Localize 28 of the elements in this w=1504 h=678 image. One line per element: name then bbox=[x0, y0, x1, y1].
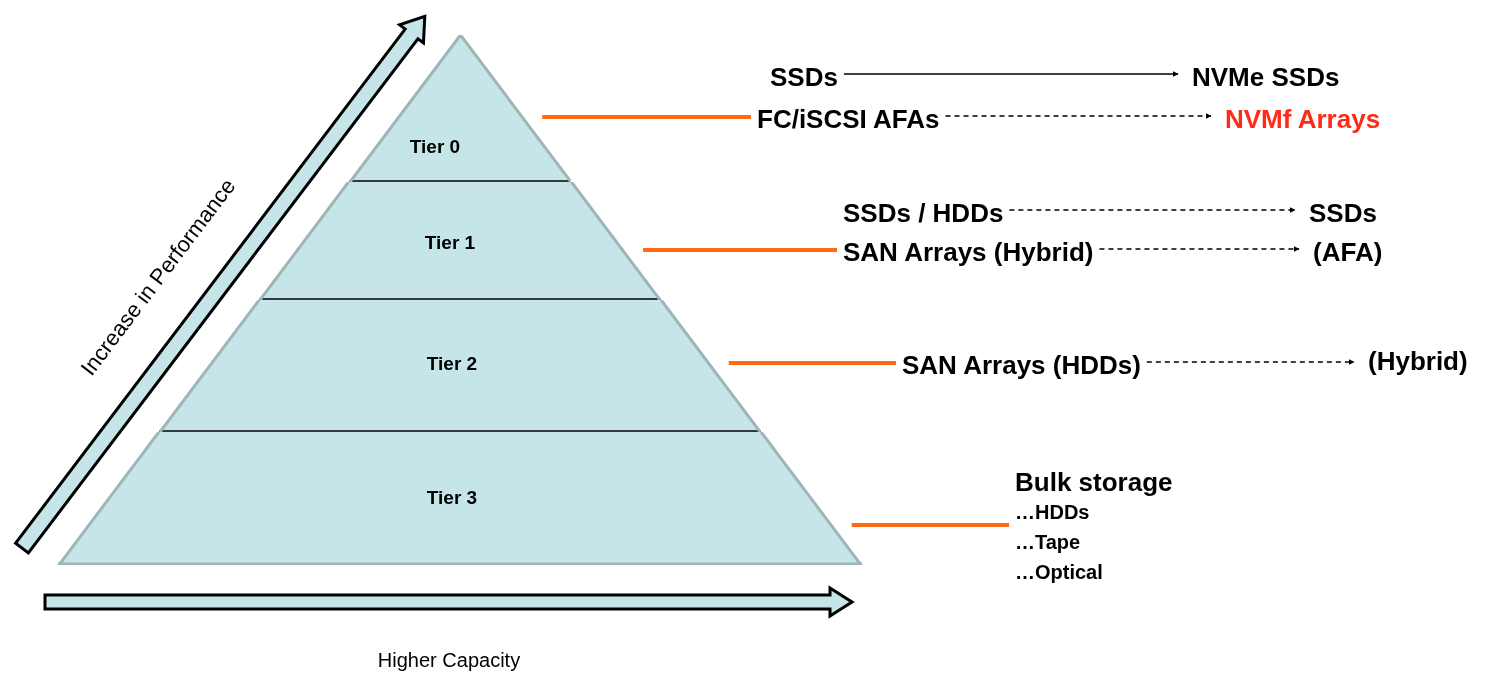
storage-item: …Tape bbox=[1015, 530, 1082, 555]
tier-label: Tier 0 bbox=[409, 134, 461, 159]
storage-label: SAN Arrays (Hybrid) bbox=[843, 237, 1094, 267]
connector-line bbox=[643, 248, 837, 252]
axis-label: Higher Capacity bbox=[377, 648, 521, 673]
storage-label: SSDs bbox=[770, 62, 838, 92]
storage-label: SSDs bbox=[1309, 198, 1377, 228]
arrow bbox=[1008, 207, 1296, 213]
connector-line bbox=[542, 115, 751, 119]
arrow bbox=[1098, 246, 1300, 252]
arrow bbox=[843, 71, 1179, 77]
storage-label: FC/iSCSI AFAs bbox=[757, 104, 940, 134]
tier-label: Tier 3 bbox=[426, 485, 478, 510]
connector-line bbox=[728, 361, 896, 365]
storage-label: SAN Arrays (HDDs) bbox=[902, 350, 1141, 380]
storage-label: (AFA) bbox=[1313, 237, 1383, 267]
arrow bbox=[944, 113, 1212, 119]
tier-label: Tier 2 bbox=[426, 351, 478, 376]
connector-line bbox=[851, 523, 1009, 527]
storage-label: Bulk storage bbox=[1015, 467, 1173, 497]
arrow bbox=[1146, 359, 1355, 365]
storage-label: NVMf Arrays bbox=[1225, 104, 1381, 134]
tier-label: Tier 1 bbox=[424, 230, 476, 255]
storage-label: (Hybrid) bbox=[1368, 346, 1468, 376]
storage-item: …Optical bbox=[1015, 560, 1104, 585]
storage-label: SSDs / HDDs bbox=[843, 198, 1004, 228]
storage-label: NVMe SSDs bbox=[1192, 62, 1340, 92]
storage-item: …HDDs bbox=[1015, 500, 1091, 525]
